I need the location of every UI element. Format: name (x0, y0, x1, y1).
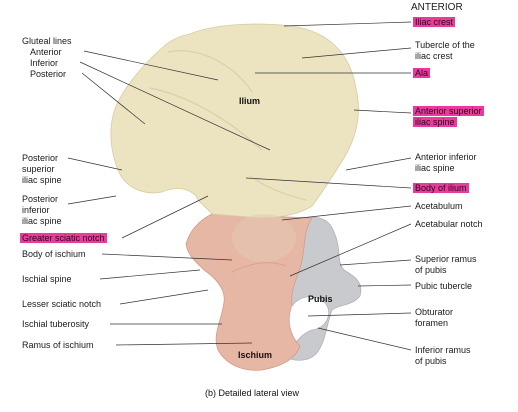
inferior-ramus-label-line2: of pubis (415, 356, 447, 366)
anterior-gluteal-line-label: Anterior (30, 47, 62, 57)
lesser-sciatic-notch-label: Lesser sciatic notch (22, 299, 102, 309)
gluteal-lines-label: Gluteal lines (22, 36, 72, 46)
inferior-gluteal-line-label: Inferior (30, 58, 59, 68)
inferior-ramus-label-line1: Inferior ramus (415, 345, 471, 355)
ischium-region-label: Ischium (238, 350, 273, 360)
tubercle-label-line2: iliac crest (415, 51, 453, 61)
pubic-tubercle-label: Pubic tubercle (415, 281, 473, 291)
pubis-region-label: Pubis (308, 294, 333, 304)
acetabular-notch-label: Acetabular notch (415, 219, 483, 229)
ischial-tuberosity-label: Ischial tuberosity (22, 319, 90, 329)
piis-label-line1: Posterior (22, 194, 59, 204)
obturator-label-line1: Obturator (415, 307, 454, 317)
greater-sciatic-notch-label: Greater sciatic notch (20, 233, 107, 243)
anterior-orientation-label: ANTERIOR (411, 2, 463, 13)
psis-label-line3: iliac spine (22, 175, 62, 185)
ischial-spine-label: Ischial spine (22, 274, 72, 284)
aiis-label-line2: iliac spine (415, 163, 455, 173)
piis-label-line3: iliac spine (22, 216, 62, 226)
asis-label-line1: Anterior superior (413, 106, 484, 116)
aiis-label-line1: Anterior inferior (415, 152, 477, 162)
ramus-of-ischium-label: Ramus of ischium (22, 340, 94, 350)
ilium-region-label: Ilium (239, 96, 261, 106)
ala-label: Ala (413, 68, 431, 78)
ilium-bone (110, 23, 359, 219)
obturator-label-line2: foramen (415, 318, 449, 328)
tubercle-label-line1: Tubercle of the (415, 40, 475, 50)
body-of-ilium-label: Body of ilium (413, 183, 469, 193)
body-of-ischium-label: Body of ischium (22, 249, 86, 259)
superior-ramus-label-line2: of pubis (415, 265, 447, 275)
superior-ramus-label-line1: Superior ramus (415, 254, 477, 264)
iliac-crest-label: Iliac crest (413, 17, 456, 27)
posterior-gluteal-line-label: Posterior (30, 69, 67, 79)
psis-label-line1: Posterior (22, 153, 59, 163)
asis-label-line2: iliac spine (413, 117, 457, 127)
piis-label-line2: inferior (22, 205, 50, 215)
figure-caption: (b) Detailed lateral view (205, 388, 300, 398)
acetabulum-label: Acetabulum (415, 201, 463, 211)
psis-label-line2: superior (22, 164, 55, 174)
